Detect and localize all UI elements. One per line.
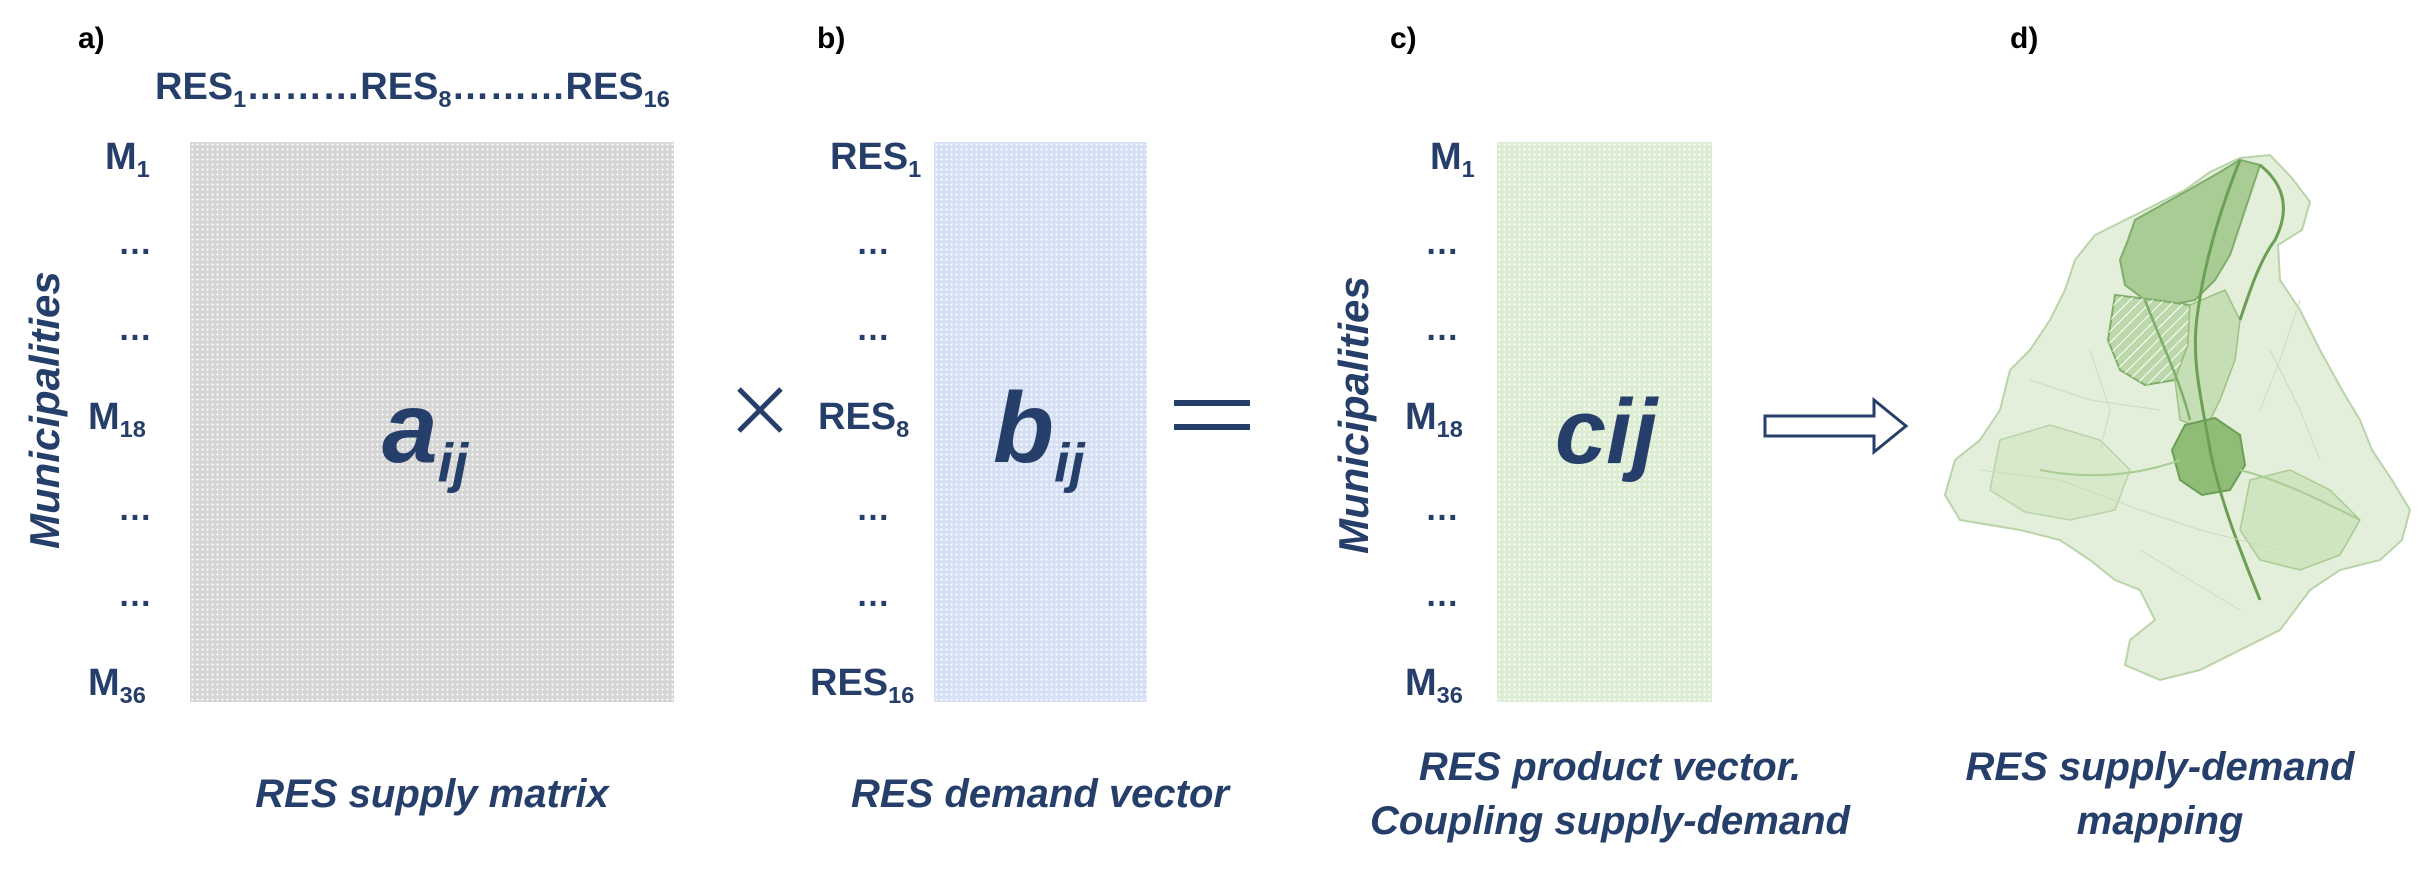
multiply-icon [737, 387, 783, 433]
panel-label-c: c) [1390, 22, 1417, 55]
row-label-m18: M18 [88, 396, 146, 443]
row-ellipsis: … [1425, 224, 1460, 262]
vector-b-symbol: bij [993, 372, 1085, 494]
row-label-res8: RES8 [818, 396, 910, 443]
region-map-icon [1943, 153, 2412, 682]
supply-matrix [190, 142, 674, 702]
equals-icon [1174, 400, 1250, 430]
row-label-m36: M36 [88, 662, 146, 709]
row-ellipsis: … [856, 490, 891, 528]
row-ellipsis: … [856, 224, 891, 262]
panel-label-d: d) [2010, 22, 2039, 55]
row-label-m36: M36 [1405, 662, 1463, 709]
row-ellipsis: … [856, 576, 891, 614]
panel-label-a: a) [78, 22, 105, 55]
row-label-res16: RES16 [810, 662, 915, 709]
row-label-m1: M1 [105, 136, 150, 183]
supply-demand-map [1940, 150, 2420, 700]
panel-label-b: b) [817, 22, 846, 55]
demand-vector [934, 142, 1147, 702]
caption-supply-matrix: RES supply matrix [255, 772, 609, 816]
row-label-res1: RES1 [830, 136, 922, 183]
row-label-m18: M18 [1405, 396, 1463, 443]
multiply-operator: × [735, 385, 785, 435]
caption-demand-vector: RES demand vector [851, 772, 1229, 816]
vector-c-symbol: cij [1555, 381, 1658, 483]
municipalities-axis-label: Municipalities [1330, 276, 1377, 554]
product-vector [1497, 142, 1712, 702]
row-ellipsis: … [118, 224, 153, 262]
matrix-column-labels: RES1………RES8………RES16 [155, 66, 670, 113]
row-label-m1: M1 [1430, 136, 1475, 183]
caption-mapping: RES supply-demand mapping [1965, 745, 2355, 843]
row-ellipsis: … [856, 310, 891, 348]
row-ellipsis: … [118, 310, 153, 348]
right-arrow-icon [1762, 396, 1912, 456]
row-ellipsis: … [118, 576, 153, 614]
row-ellipsis: … [1425, 576, 1460, 614]
row-ellipsis: … [1425, 310, 1460, 348]
municipalities-axis-label: Municipalities [21, 271, 68, 549]
equals-operator: = [1172, 396, 1252, 436]
matrix-symbol: aij [382, 372, 469, 494]
row-ellipsis: … [118, 490, 153, 528]
row-ellipsis: … [1425, 490, 1460, 528]
caption-product-vector: RES product vector. Coupling supply-dema… [1370, 745, 1850, 843]
